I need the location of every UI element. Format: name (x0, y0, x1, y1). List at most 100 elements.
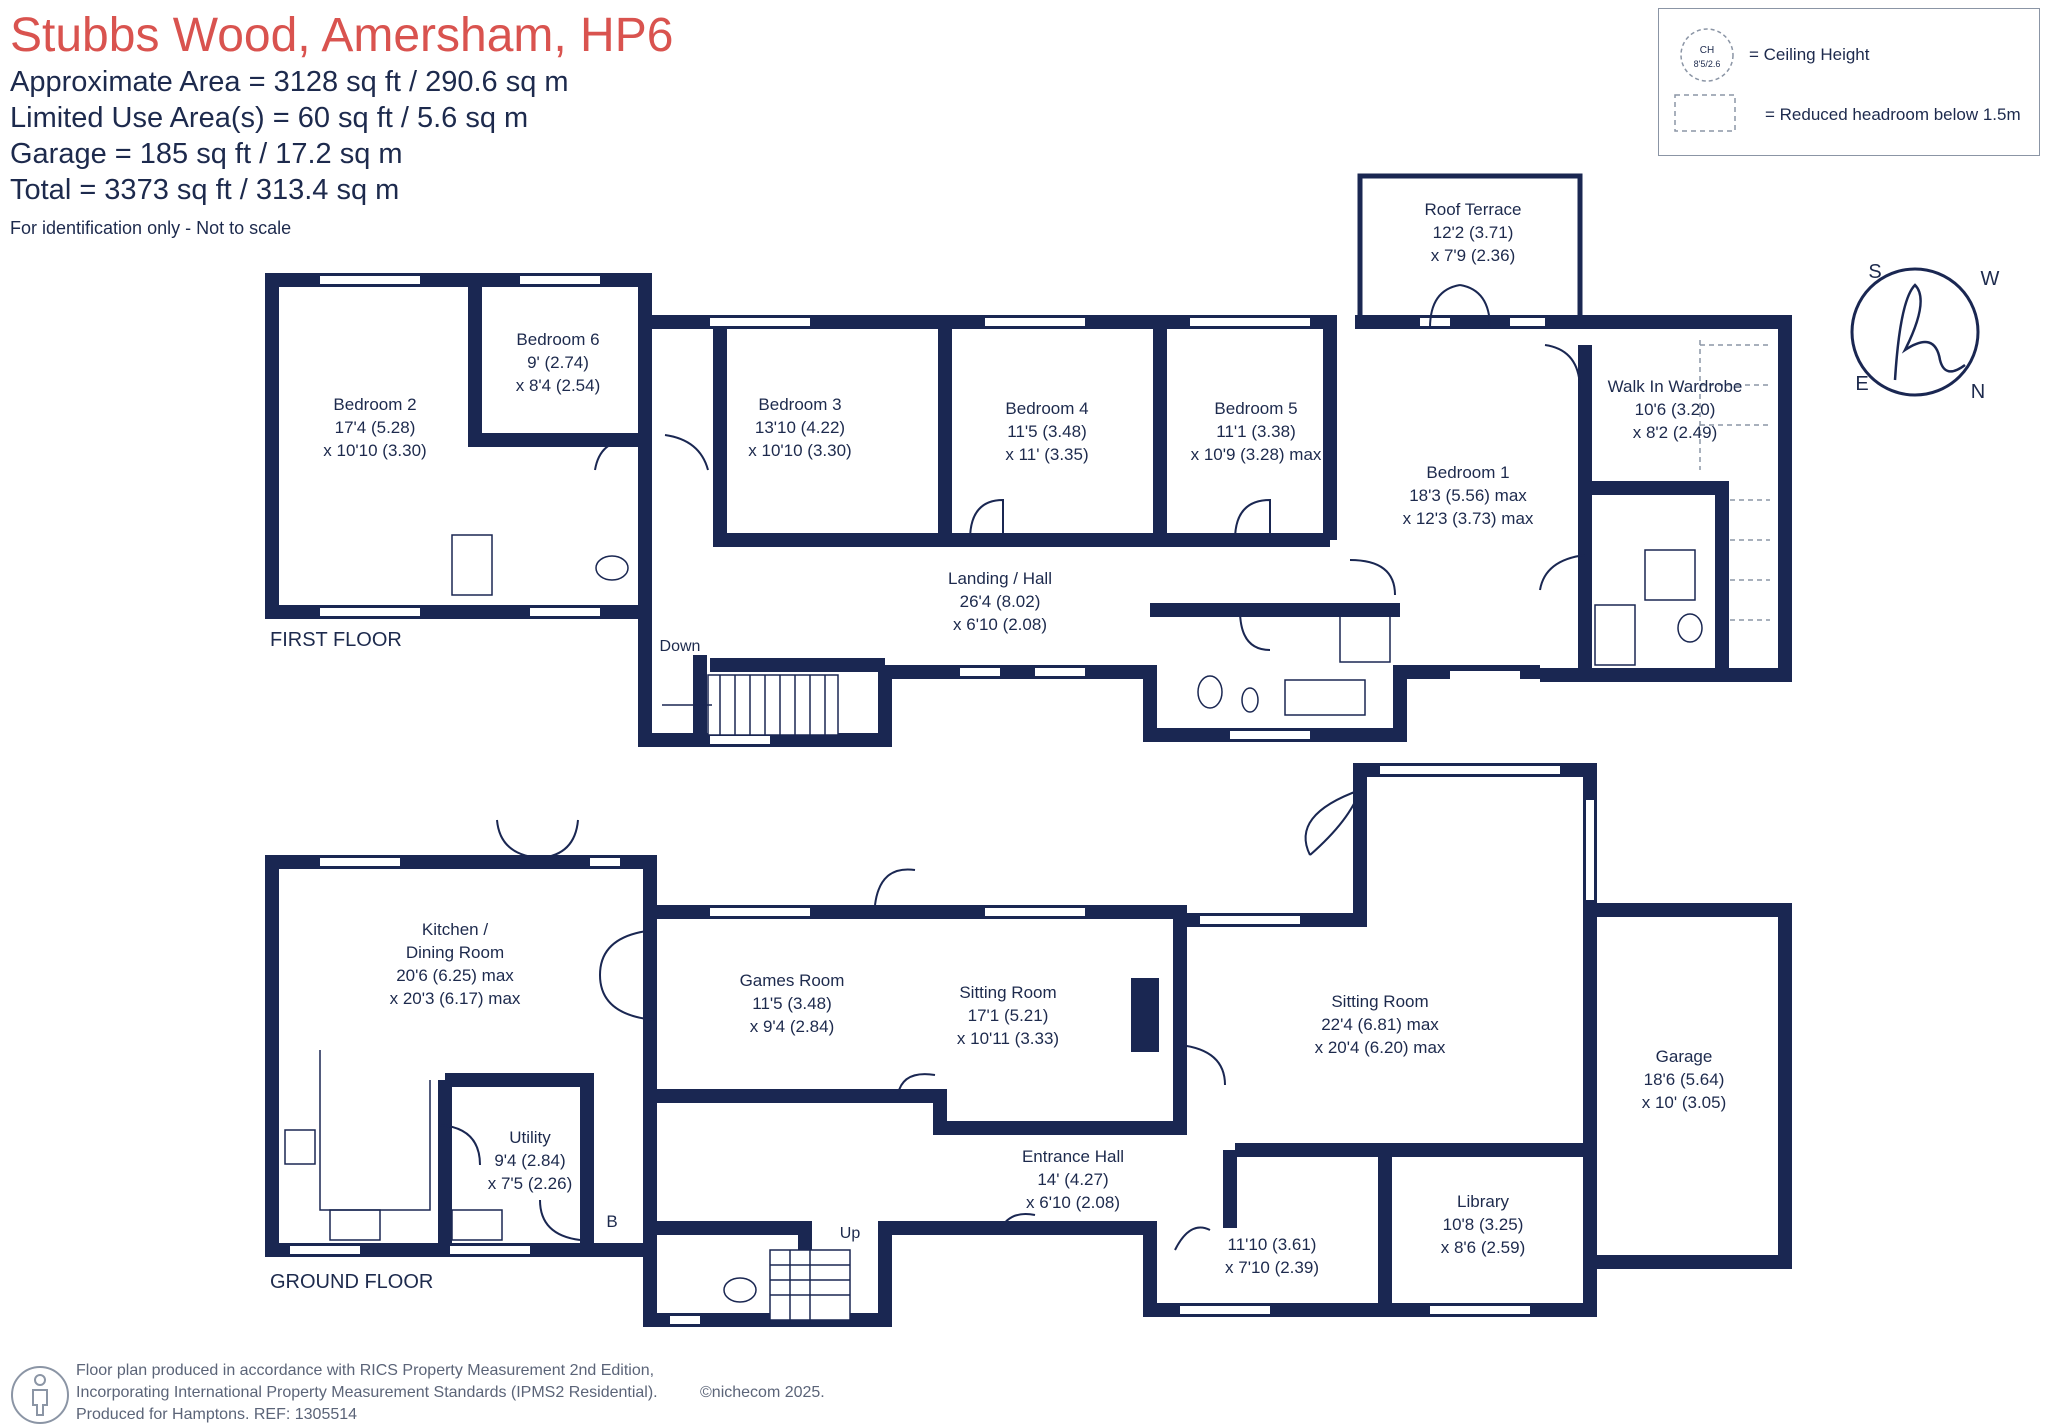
first-floor-label: FIRST FLOOR (270, 629, 402, 651)
total-area: Total = 3373 sq ft / 313.4 sq m (10, 174, 400, 206)
room-library: Library 10'8 (3.25) x 8'6 (2.59) (1441, 1192, 1526, 1257)
room-garage: Garage 18'6 (5.64) x 10' (3.05) (1642, 1047, 1727, 1112)
ceiling-symbol-bottom: 8'5/2.6 (1694, 59, 1721, 69)
room-bedroom-3: Bedroom 3 13'10 (4.22) x 10'10 (3.30) (748, 395, 851, 460)
wall-garage (1583, 903, 1792, 1269)
room-label-text: 22'4 (6.81) max (1321, 1015, 1439, 1034)
room-label-text: Garage (1656, 1047, 1713, 1066)
room-label-text: x 10'10 (3.30) (748, 441, 851, 460)
room-label-text: 18'3 (5.56) max (1409, 486, 1527, 505)
room-label-text: Bedroom 6 (516, 330, 599, 349)
room-label-text: Games Room (740, 971, 845, 990)
room-label-text: 10'6 (3.20) (1635, 400, 1716, 419)
room-label-text: x 8'4 (2.54) (516, 376, 601, 395)
ground-floor-label: GROUND FLOOR (270, 1271, 433, 1293)
room-label-text: 9' (2.74) (527, 353, 589, 372)
footer-line-3: Produced for Hamptons. REF: 1305514 (76, 1406, 358, 1423)
room-bedroom-5: Bedroom 511'1 (3.38)x 10'9 (3.28) max (1191, 399, 1322, 464)
room-label-text: Utility (509, 1128, 551, 1147)
room-label-text: Bedroom 4 (1005, 399, 1088, 418)
reduced-headroom-area (1699, 340, 1770, 621)
wall-bedroom-6 (468, 280, 645, 447)
legend: CH 8'5/2.6 = Ceiling Height = Reduced he… (1658, 8, 2040, 156)
stair-down-label: Down (660, 638, 701, 655)
room-label-text: Sitting Room (1331, 992, 1428, 1011)
room-bedroom-4: Bedroom 4 11'5 (3.48) x 11' (3.35) (1005, 399, 1088, 464)
room-label-text: Bedroom 1 (1426, 463, 1509, 482)
wall-stair-landing (693, 655, 885, 740)
room-games-room: Games Room 11'5 (3.48) x 9'4 (2.84) (740, 971, 845, 1036)
room-label-text: x 12'3 (3.73) max (1403, 509, 1534, 528)
room-label-text: Walk In Wardrobe (1608, 377, 1743, 396)
ground-floor-stairs (769, 1249, 851, 1321)
room-label-text: x 9'4 (2.84) (750, 1017, 835, 1036)
room-label-text: x 8'2 (2.49) (1633, 423, 1718, 442)
approximate-area: Approximate Area = 3128 sq ft / 290.6 sq… (10, 66, 569, 98)
room-label-text: x 6'10 (2.08) (953, 615, 1047, 634)
compass-letters: S W E N (1855, 261, 1999, 403)
room-label-text: x 10'10 (3.30) (323, 441, 426, 460)
room-label-text: 9'4 (2.84) (494, 1151, 565, 1170)
room-label-text: 11'10 (3.61) (1228, 1235, 1317, 1254)
property-title: Stubbs Wood, Amersham, HP6 (10, 9, 674, 62)
wall-games-sitting (650, 905, 1187, 1135)
room-label-text: Library (1457, 1192, 1509, 1211)
footer-line-1: Floor plan produced in accordance with R… (76, 1362, 655, 1379)
wall-large-sitting (1180, 763, 1597, 1157)
room-label-text: x 7'10 (2.39) (1225, 1258, 1319, 1277)
wall-landing-north (713, 322, 1330, 547)
room-label-text: 11'5 (3.48) (752, 994, 831, 1013)
wall-library (1223, 1150, 1392, 1310)
room-label-text: x 20'4 (6.20) max (1315, 1038, 1446, 1057)
room-label-text: x 10' (3.05) (1642, 1093, 1727, 1112)
door-swings (439, 284, 1586, 1251)
room-label-text: 18'6 (5.64) (1644, 1070, 1725, 1089)
wall-utility (438, 1073, 594, 1250)
compass-n: N (1971, 381, 1985, 403)
first-floor-labels: Bedroom 2 17'4 (5.28) x 10'10 (3.30) Bedro… (323, 200, 1742, 655)
room-label-text: 11'5 (3.48) (1007, 422, 1086, 441)
room-label-text: x 8'6 (2.59) (1441, 1238, 1526, 1257)
room-label-text: Bedroom 3 (758, 395, 841, 414)
person-icon (11, 1366, 69, 1424)
not-to-scale-note: For identification only - Not to scale (10, 218, 292, 238)
reduced-headroom-label: = Reduced headroom below 1.5m (1765, 105, 2021, 124)
room-label-text: Bedroom 2 (333, 395, 416, 414)
room-label-text: x 11' (3.35) (1005, 445, 1088, 464)
room-bedroom-6: Bedroom 6 9' (2.74) x 8'4 (2.54) (516, 330, 601, 395)
room-label-text: 10'8 (3.25) (1443, 1215, 1524, 1234)
room-label-text: 13'10 (4.22) (755, 418, 845, 437)
ceiling-symbol-top: CH (1700, 45, 1714, 56)
compass-w: W (1981, 268, 2000, 290)
room-label-text: 12'2 (3.71) (1433, 223, 1514, 242)
room-label-text: x 10'11 (3.33) (957, 1029, 1059, 1048)
room-label-text: x 6'10 (2.08) (1026, 1193, 1120, 1212)
room-sitting-room-large: Sitting Room 22'4 (6.81) max x 20'4 (6.20)… (1315, 992, 1446, 1057)
reduced-headroom-icon (1674, 94, 1736, 132)
compass-s: S (1868, 261, 1881, 283)
room-bedroom-2: Bedroom 2 17'4 (5.28) x 10'10 (3.30) (323, 395, 426, 460)
compass-e: E (1855, 373, 1868, 395)
stair-up-label: Up (840, 1225, 861, 1242)
wall-ensuite (1578, 345, 1729, 675)
wall-bedroom-1 (1355, 315, 1792, 682)
room-label-text: Landing / Hall (948, 569, 1052, 588)
legend-symbols: CH 8'5/2.6 (1674, 28, 1736, 132)
room-label-text: 14' (4.27) (1037, 1170, 1108, 1189)
room-bedroom-1: Bedroom 1 18'3 (5.56) max x 12'3 (3.73) ma… (1403, 463, 1534, 528)
room-label-text: Roof Terrace (1424, 200, 1521, 219)
room-walk-in-wardrobe: Walk In Wardrobe 10'6 (3.20) x 8'2 (2.49) (1608, 377, 1743, 442)
room-label-text: Kitchen / (422, 920, 488, 939)
compass-logo-icon (1850, 267, 1980, 397)
ceiling-height-icon (1680, 28, 1734, 82)
room-label-text: x 10'9 (3.28) max (1191, 445, 1322, 464)
room-label-text: 11'1 (3.38) (1216, 422, 1295, 441)
ceiling-height-label: = Ceiling Height (1749, 45, 1870, 64)
room-label-text: 17'4 (5.28) (335, 418, 416, 437)
